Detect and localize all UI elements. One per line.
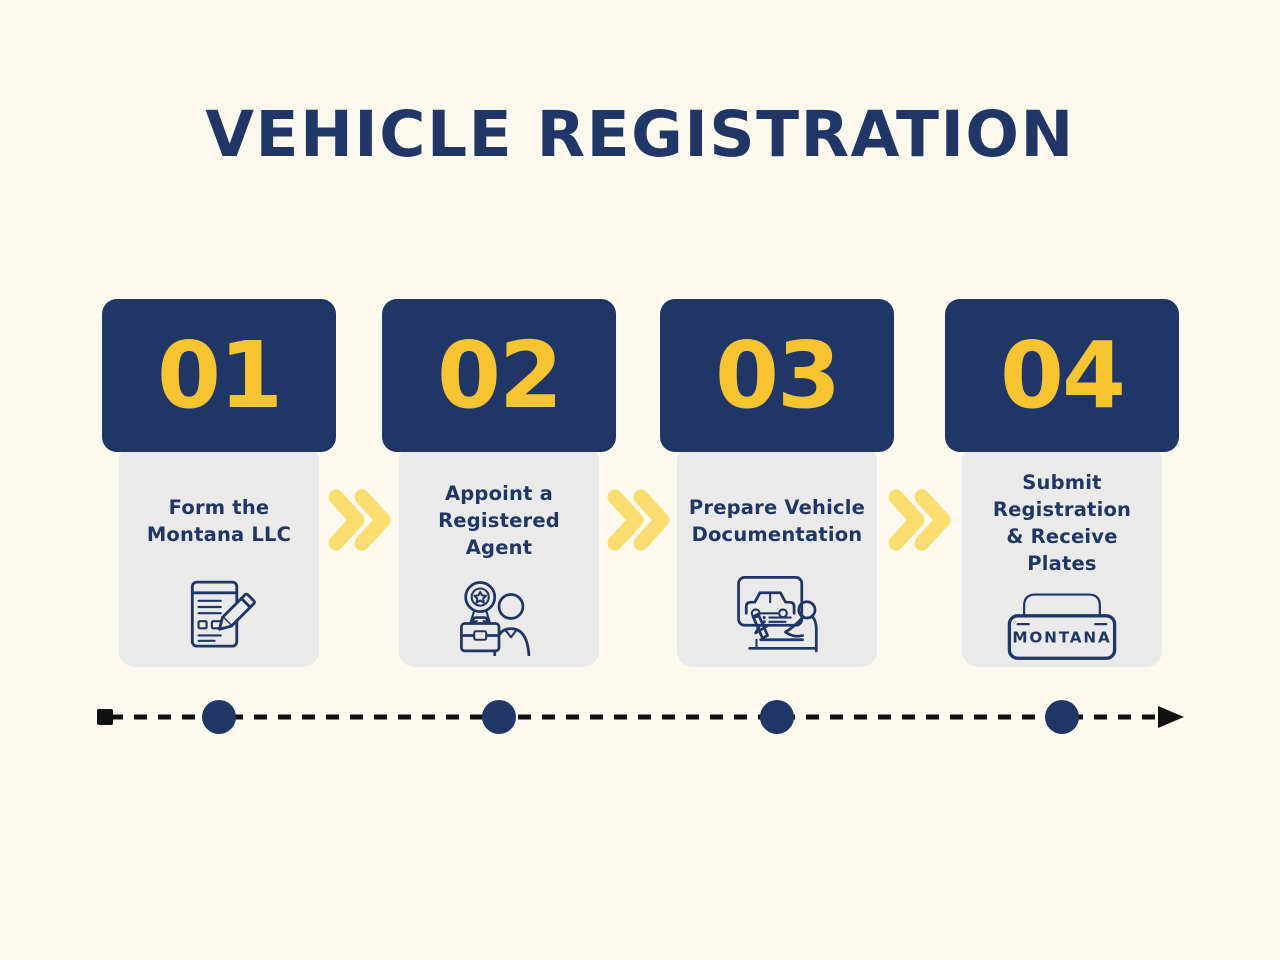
timeline bbox=[97, 700, 1184, 734]
timeline-dot-1 bbox=[202, 700, 236, 734]
vehicle-documentation-icon bbox=[734, 573, 820, 657]
step-3-number: 03 bbox=[714, 322, 841, 429]
step-3: 03 Prepare Vehicle Documentation bbox=[660, 0, 894, 700]
step-2-number-card: 02 bbox=[382, 299, 616, 452]
plate-text: MONTANA bbox=[1012, 629, 1111, 647]
step-4: 04 Submit Registration & Receive Plates … bbox=[945, 0, 1179, 700]
step-1-number-card: 01 bbox=[102, 299, 336, 452]
step-2-number: 02 bbox=[436, 322, 563, 429]
double-chevron-icon bbox=[607, 489, 670, 551]
step-2: 02 Appoint a Registered Agent bbox=[382, 0, 616, 700]
timeline-start-square bbox=[97, 709, 113, 725]
registered-agent-icon bbox=[456, 573, 542, 657]
step-2-card: Appoint a Registered Agent bbox=[399, 445, 599, 667]
step-1-label: Form the Montana LLC bbox=[146, 495, 292, 546]
document-pencil-icon bbox=[179, 573, 259, 657]
double-chevron-icon bbox=[888, 489, 951, 551]
step-4-card: Submit Registration & Receive Plates MON… bbox=[962, 445, 1162, 667]
step-1-card: Form the Montana LLC bbox=[119, 445, 319, 667]
step-4-number: 04 bbox=[999, 322, 1126, 429]
page-title: VEHICLE REGISTRATION bbox=[205, 98, 1075, 171]
step-1: 01 Form the Montana LLC bbox=[102, 0, 336, 700]
step-4-number-card: 04 bbox=[945, 299, 1179, 452]
montana-license-plate-icon: MONTANA bbox=[1002, 577, 1122, 662]
step-3-card: Prepare Vehicle Documentation bbox=[677, 445, 877, 667]
step-4-label: Submit Registration & Receive Plates bbox=[992, 471, 1132, 575]
timeline-dot-4 bbox=[1045, 700, 1079, 734]
timeline-dot-2 bbox=[482, 700, 516, 734]
step-1-number: 01 bbox=[156, 322, 283, 429]
timeline-dot-3 bbox=[760, 700, 794, 734]
double-chevron-icon bbox=[328, 489, 391, 551]
step-3-label: Prepare Vehicle Documentation bbox=[688, 495, 866, 546]
step-3-number-card: 03 bbox=[660, 299, 894, 452]
timeline-arrow-icon bbox=[1158, 706, 1184, 728]
step-2-label: Appoint a Registered Agent bbox=[438, 482, 560, 560]
